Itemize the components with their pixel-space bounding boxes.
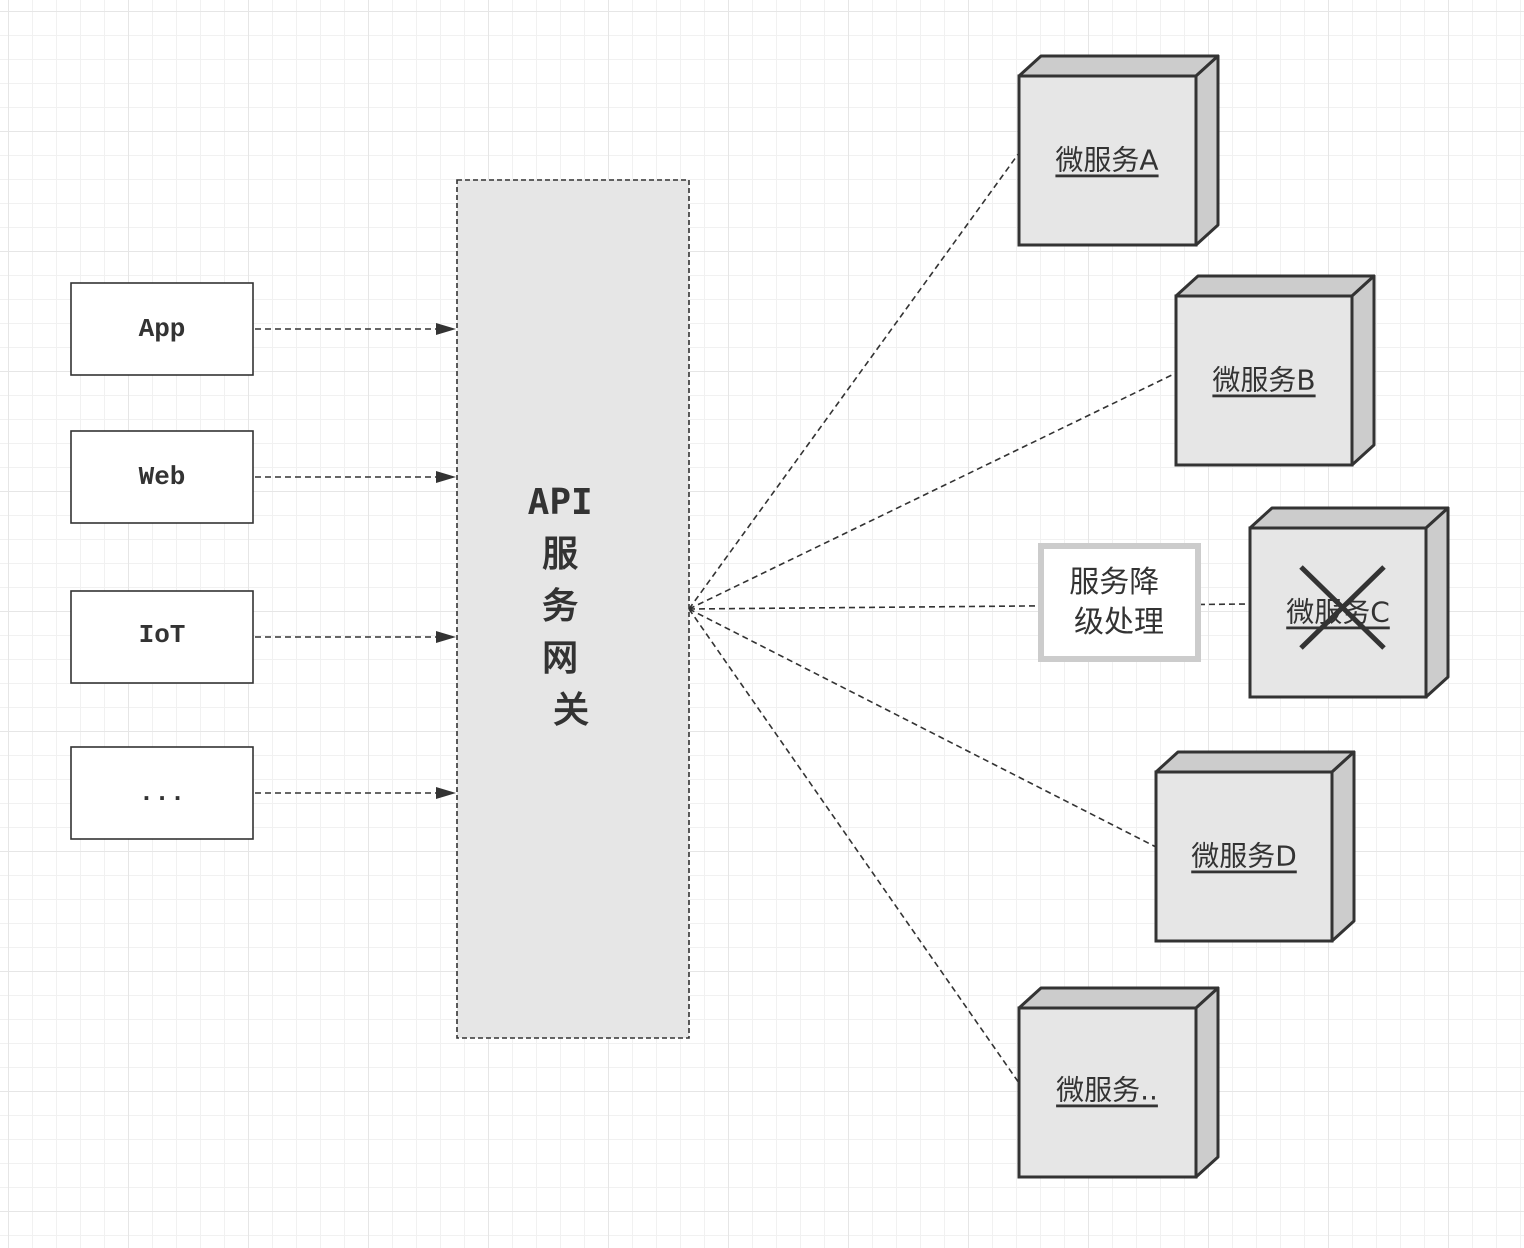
api-gateway[interactable]: API 服 务 网 关 [456,179,690,1039]
service-a-node-front[interactable] [1017,74,1198,247]
service-b-node-front[interactable] [1174,294,1354,467]
degradation-label-line: 服务降 [1069,565,1159,600]
client-more-label: ... [139,778,186,808]
degradation-box-frame[interactable] [1038,543,1201,662]
client-app-label: App [139,314,186,344]
degradation-label: 服务降 级处理 [1069,565,1169,640]
service-d-node-front[interactable] [1154,770,1334,943]
service-failure-x-icon [1299,565,1386,650]
service-d-node[interactable]: 微服务D [1154,750,1356,943]
service-connectors [688,152,1251,1084]
client-web-label: Web [139,462,186,492]
gateway-label-line: 务 [542,586,578,627]
client-web-box[interactable] [70,430,254,524]
client-connectors [255,323,456,799]
service-a-node-side [1194,54,1220,247]
service-a-node-top [1017,54,1220,78]
service-more-label[interactable]: 微服务.. [1056,1074,1158,1107]
client-app[interactable]: App [70,282,254,376]
gateway-label-line: 关 [553,690,589,731]
gateway-label-line: 服 [542,534,578,575]
service-c-node-top [1248,506,1450,530]
service-more-node-front[interactable] [1017,1006,1198,1179]
service-d-node-side [1330,750,1356,943]
client-iot-box[interactable] [70,590,254,684]
gateway-label-line: 网 [542,638,578,679]
service-d-node-top [1154,750,1356,774]
service-a-node[interactable]: 微服务A [1017,54,1220,247]
client-app-box[interactable] [70,282,254,376]
service-c-node[interactable]: 微服务C [1248,506,1450,699]
service-d-label[interactable]: 微服务D [1191,840,1297,873]
edge-gateway-to-service-c [688,603,1251,610]
client-more[interactable]: ... [70,746,254,840]
api-gateway-box[interactable] [456,179,690,1039]
service-b-node-top [1174,274,1376,298]
client-iot-label: IoT [139,620,186,650]
service-b-node[interactable]: 微服务B [1174,274,1376,467]
service-more-node-top [1017,986,1220,1010]
client-web[interactable]: Web [70,430,254,524]
service-b-node-side [1350,274,1376,467]
edge-gateway-to-service-more [688,608,1020,1084]
edge-gateway-to-service-a [688,152,1020,610]
service-more-node[interactable]: 微服务.. [1017,986,1220,1179]
service-b-label[interactable]: 微服务B [1212,364,1315,397]
client-more-box[interactable] [70,746,254,840]
service-more-node-side [1194,986,1220,1179]
api-gateway-label: API 服 务 网 关 [528,482,615,731]
service-c-node-side [1424,506,1450,699]
gateway-label-line: API [528,482,593,523]
edge-gateway-to-service-d [688,608,1157,848]
degradation-label-line: 级处理 [1074,605,1164,640]
client-iot[interactable]: IoT [70,590,254,684]
edge-gateway-to-service-b [688,372,1177,610]
service-degradation-box[interactable]: 服务降 级处理 [1038,543,1201,662]
service-a-label[interactable]: 微服务A [1055,144,1158,177]
